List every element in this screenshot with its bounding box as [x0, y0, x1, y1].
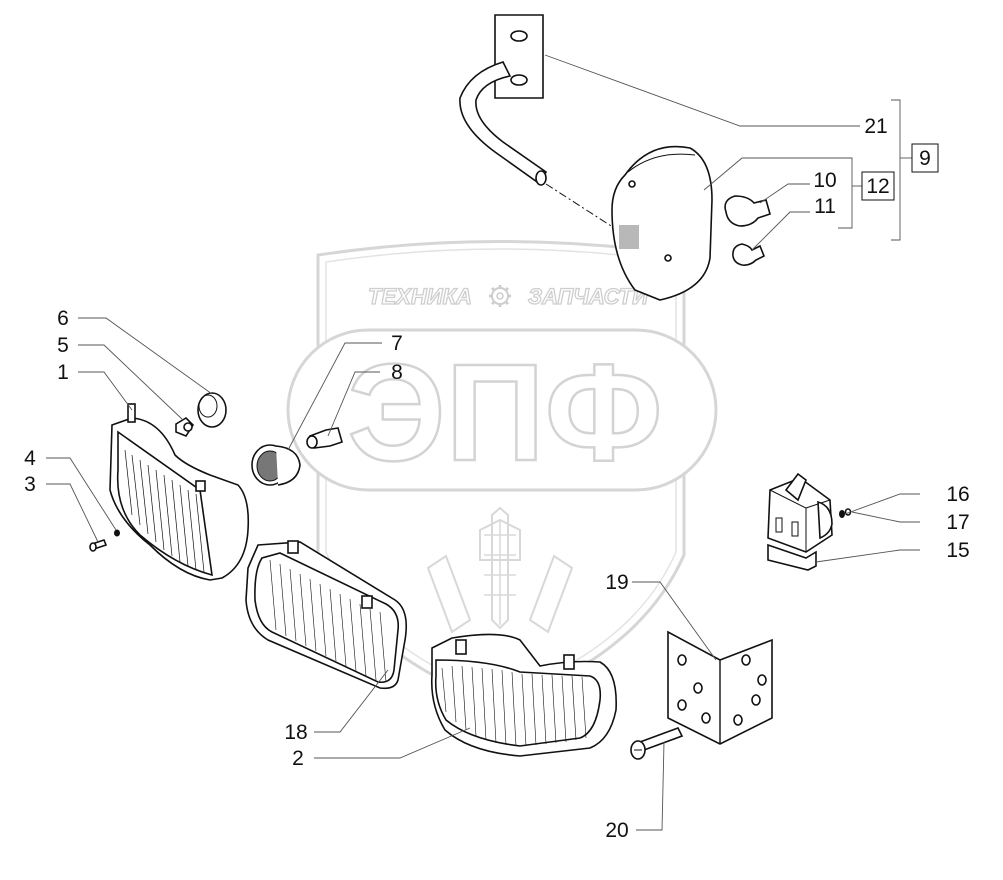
callout-4: 4	[24, 447, 36, 470]
watermark-logo: ЭПФ	[347, 336, 662, 490]
part-headlamp-right	[430, 633, 617, 757]
part-bolt	[630, 727, 684, 760]
callouts: 21 9 12 10 11 6 5 1 7 8 4 3 16 17 15 19 …	[24, 115, 970, 842]
callout-6: 6	[57, 307, 69, 330]
callout-20: 20	[605, 819, 628, 842]
part-screw-small	[89, 539, 108, 552]
part-washer	[114, 529, 120, 537]
watermark: ТЕХНИКА ЗАПЧАСТИ ЭПФ	[286, 240, 718, 707]
callout-2: 2	[292, 747, 304, 770]
callout-1: 1	[57, 361, 69, 384]
part-lens-cap	[197, 392, 227, 428]
callout-9: 9	[919, 147, 931, 170]
callout-10: 10	[813, 169, 836, 192]
callout-11: 11	[814, 195, 836, 218]
callout-5: 5	[57, 334, 69, 357]
watermark-oval	[286, 328, 718, 492]
callout-8: 8	[391, 361, 403, 384]
part-bulb-socket	[306, 427, 343, 449]
callout-12: 12	[866, 175, 889, 198]
callout-3: 3	[24, 473, 36, 496]
callout-15: 15	[946, 539, 969, 562]
callout-7: 7	[391, 332, 403, 355]
part-angle-bracket	[667, 630, 773, 745]
part-bulb-small	[732, 243, 766, 266]
watermark-text-right: ЗАПЧАСТИ	[528, 284, 649, 309]
part-bulb-large	[724, 195, 771, 227]
part-rear-lamp	[611, 145, 713, 301]
callout-16: 16	[946, 483, 969, 506]
watermark-text-left: ТЕХНИКА	[368, 284, 472, 309]
callout-18: 18	[284, 721, 307, 744]
part-headlamp-left	[109, 403, 250, 581]
callout-17: 17	[946, 511, 969, 534]
callout-box-9	[911, 143, 939, 173]
part-bulb-holder	[175, 416, 195, 437]
part-mirror-arm	[459, 14, 623, 234]
leader-lines	[46, 54, 920, 831]
watermark-gear-icon	[489, 285, 511, 307]
part-work-lamp	[245, 540, 408, 690]
part-round-lamp	[251, 444, 301, 486]
callout-box-12	[861, 171, 895, 201]
watermark-wheat-icon	[426, 506, 574, 634]
part-relay	[767, 472, 852, 571]
callout-21: 21	[864, 115, 887, 138]
callout-19: 19	[605, 571, 628, 594]
